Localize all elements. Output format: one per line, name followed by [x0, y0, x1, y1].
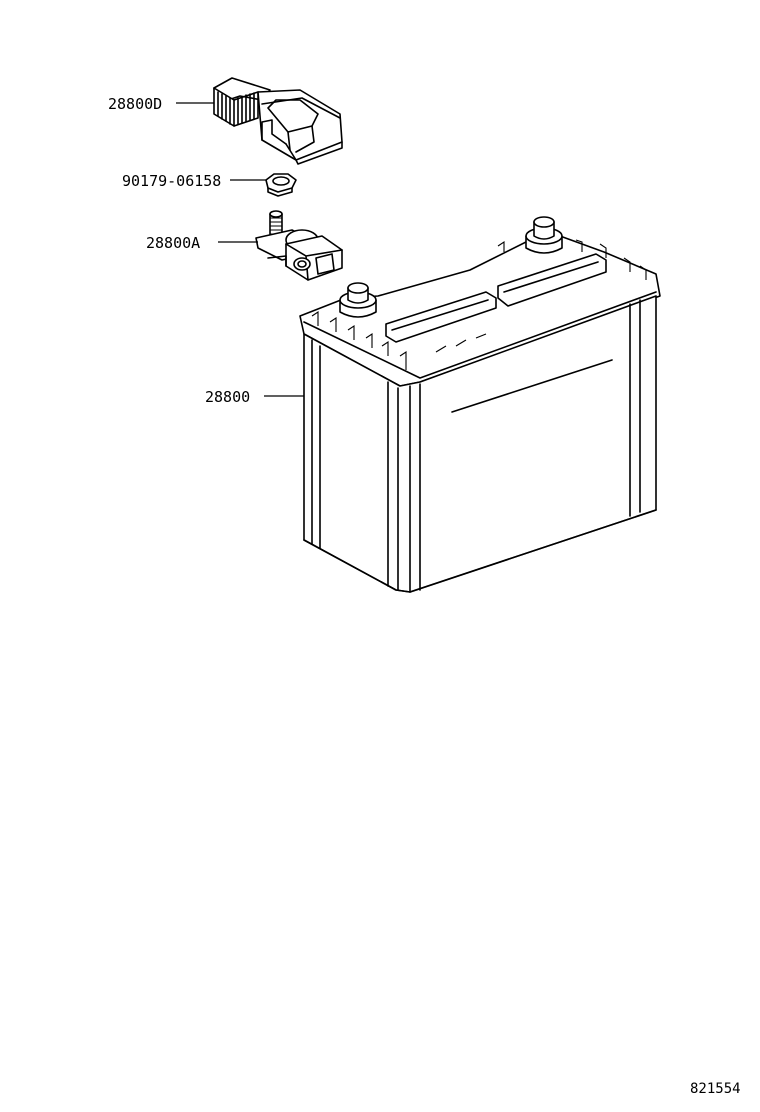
part-label-90179-06158[interactable]: 90179-06158: [122, 172, 221, 190]
part-label-28800A[interactable]: 28800A: [146, 234, 200, 252]
terminal-cover-drawing: [213, 77, 343, 165]
part-label-28800D[interactable]: 28800D: [108, 95, 162, 113]
terminal-clamp-drawing: [255, 210, 343, 281]
battery-drawing: [299, 216, 661, 593]
nut-drawing: [265, 173, 297, 197]
part-label-28800[interactable]: 28800: [205, 388, 250, 406]
diagram-reference-number: 821554: [690, 1081, 741, 1097]
